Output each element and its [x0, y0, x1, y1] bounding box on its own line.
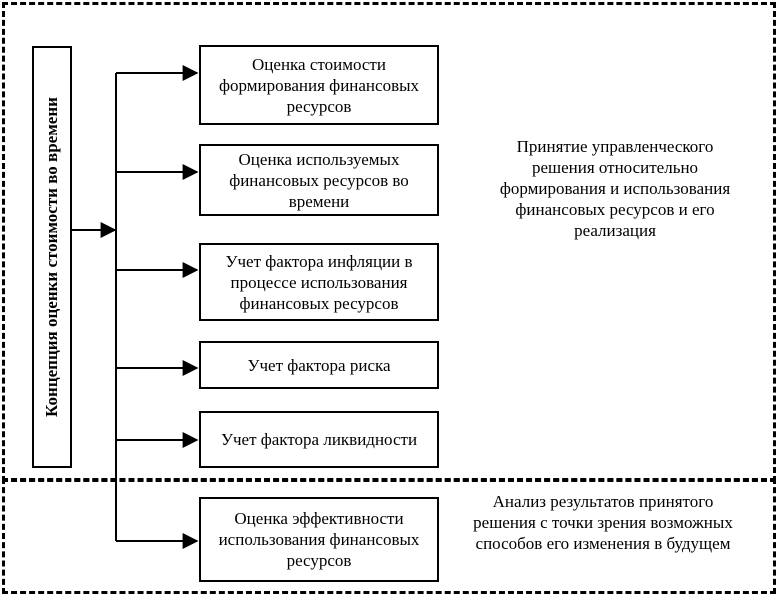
concept-label-box: Концепция оценки стоимости во времени: [32, 46, 72, 468]
lower-note: Анализ результатов принятого решения с т…: [473, 492, 733, 553]
box-cost-of-formation: Оценка стоимости формирования финансовых…: [199, 45, 439, 125]
box-text: Учет фактора инфляции в процессе использ…: [225, 251, 413, 313]
lower-dashed-frame: [2, 478, 776, 594]
box-text: Оценка используемых финансовых ресурсов …: [229, 149, 409, 211]
box-text: Оценка стоимости формирования финансовых…: [218, 54, 420, 116]
box-text: Учет фактора ликвидности: [220, 430, 418, 449]
box-text: Оценка эффективности использования финан…: [218, 509, 420, 570]
box-resources-over-time: Оценка используемых финансовых ресурсов …: [199, 144, 439, 216]
box-efficiency-evaluation: Оценка эффективности использования финан…: [199, 497, 439, 582]
box-liquidity-factor: Учет фактора ликвидности: [199, 411, 439, 468]
box-risk-factor: Учет фактора риска: [199, 341, 439, 389]
box-text: Учет фактора риска: [247, 355, 391, 375]
box-inflation-factor: Учет фактора инфляции в процессе использ…: [199, 243, 439, 321]
upper-note: Принятие управленческого решения относит…: [499, 137, 731, 240]
concept-label: Концепция оценки стоимости во времени: [42, 97, 61, 417]
